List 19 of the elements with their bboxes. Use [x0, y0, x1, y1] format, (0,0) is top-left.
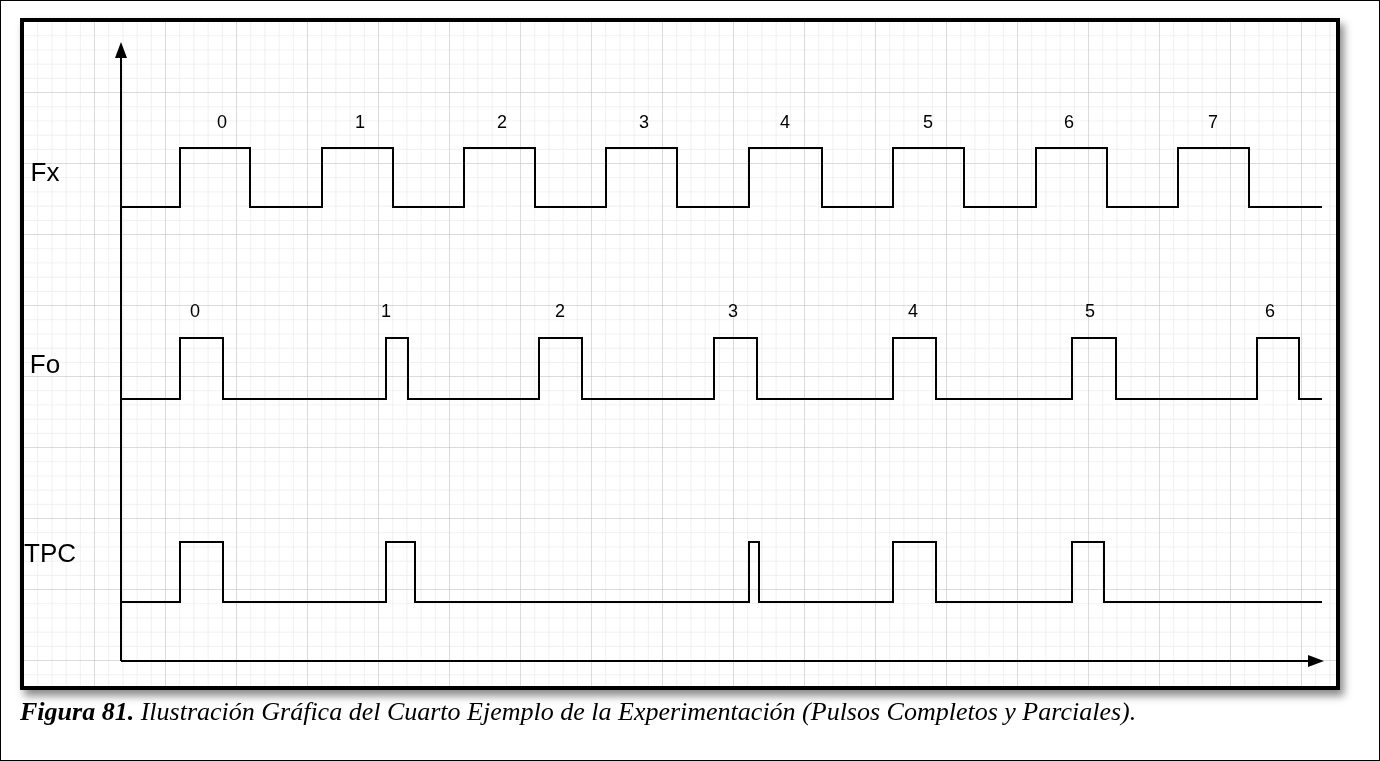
signal-name: Fx [30, 159, 60, 185]
pulse-number: 5 [1085, 302, 1095, 320]
pulse-number: 0 [217, 113, 227, 131]
pulse-number: 2 [497, 113, 507, 131]
pulse-number: 5 [923, 113, 933, 131]
pulse-number: 7 [1208, 113, 1218, 131]
signal-name: TPC [24, 540, 76, 566]
pulse-number: 1 [355, 113, 365, 131]
pulse-number: 6 [1265, 302, 1275, 320]
figure-caption: Figura 81. Ilustración Gráfica del Cuarto Ejemplo de la Experimentación (Pulsos Completos y Parciales). [20, 696, 1138, 728]
pulse-number: 3 [728, 302, 738, 320]
pulse-number: 4 [780, 113, 790, 131]
pulse-number: 2 [555, 302, 565, 320]
pulse-number: 1 [381, 302, 391, 320]
pulse-number: 6 [1064, 113, 1074, 131]
pulse-number: 0 [190, 302, 200, 320]
pulse-number: 4 [908, 302, 918, 320]
signal-name: Fo [29, 351, 61, 377]
pulse-number: 3 [639, 113, 649, 131]
